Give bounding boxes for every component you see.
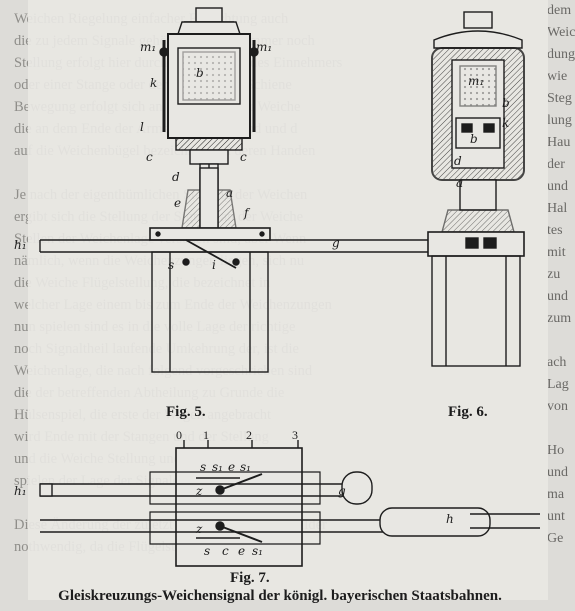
margin-text-line: und <box>547 465 568 480</box>
margin-text-line: Hau <box>547 135 571 150</box>
fig5-cap <box>195 7 223 23</box>
fig7-drawing <box>39 440 540 567</box>
margin-text-line: lung <box>547 113 572 128</box>
margin-text-line: Lag <box>547 377 569 392</box>
fig5-label-i: i <box>212 258 216 272</box>
fig7-label-s2: s₁ <box>212 460 223 474</box>
margin-text-line: Ge <box>547 531 564 546</box>
margin-text-line: unt <box>547 509 565 524</box>
margin-text-line: und <box>547 289 568 304</box>
fig7-label-s3: e <box>228 460 236 474</box>
fig5-lamp-window <box>177 47 241 105</box>
margin-text-line: Ho <box>547 443 565 458</box>
page-caption: Gleiskreuzungs-Weichensignal der königl.… <box>58 588 502 604</box>
fig5-label-m1a: m₁ <box>140 40 157 54</box>
margin-text-line: Hal <box>547 201 568 216</box>
fig5-label-s: s <box>168 258 175 272</box>
fig5-label-f: f <box>244 206 249 220</box>
fig6-label-b: b <box>502 96 510 110</box>
fig5-label-h1: h₁ <box>14 238 27 252</box>
fig6-label-a: a <box>456 176 464 190</box>
fig6-drawing <box>427 11 525 367</box>
margin-text-line: ach <box>547 355 567 370</box>
fig7-label-h1: h₁ <box>14 484 27 498</box>
fig5-label-g: g <box>332 236 340 250</box>
margin-text-line: Weic <box>547 25 575 40</box>
margin-text-line: dung <box>547 47 575 62</box>
fig7-label-e2: e <box>238 544 246 558</box>
fig7-box <box>175 447 303 567</box>
fig6-title: Fig. 6. <box>448 404 488 420</box>
fig7-label-c: c <box>222 544 229 558</box>
fig5-label-c2: c <box>240 150 247 164</box>
margin-text-line: dem <box>547 3 572 18</box>
fig5-label-d: d <box>172 170 180 184</box>
margin-text-line: mit <box>547 245 566 260</box>
margin-text-line: von <box>547 399 568 414</box>
margin-text-line: wie <box>547 69 568 84</box>
fig5-label-l: l <box>140 120 144 134</box>
tick-0: 0 <box>176 428 182 442</box>
fig7-label-s7: s₁ <box>252 544 263 558</box>
tick-2: 2 <box>246 428 252 442</box>
fig5-label-k: k <box>150 76 158 90</box>
fig6-label-m1: m₁ <box>468 74 485 88</box>
margin-text-line: ma <box>547 487 565 502</box>
fig5-label-b: b <box>196 66 204 80</box>
fig7-label-s1: s <box>200 460 207 474</box>
fig5-label-m1b: m₁ <box>256 40 273 54</box>
margin-text-line: der <box>547 157 565 172</box>
fig7-label-s4: s₁ <box>240 460 251 474</box>
fig7-title: Fig. 7. <box>230 570 270 586</box>
margin-text-line: und <box>547 179 568 194</box>
fig5-drawing <box>39 7 510 373</box>
margin-text-line: zu <box>547 267 561 282</box>
fig7-label-z2: z <box>196 522 203 536</box>
fig6-label-d: d <box>454 154 462 168</box>
margin-text-line: tes <box>547 223 563 238</box>
fig5-label-c: c <box>146 150 153 164</box>
fig6-label-b2: b <box>470 132 478 146</box>
tick-3: 3 <box>292 428 298 442</box>
fig5-label-e: e <box>174 196 182 210</box>
fig7-label-z: z <box>196 484 203 498</box>
fig7-label-s5: s <box>204 544 211 558</box>
margin-text-line: zum <box>547 311 572 326</box>
fig5-label-a: a <box>226 186 234 200</box>
fig5-title: Fig. 5. <box>166 404 206 420</box>
fig7-label-g: g <box>338 484 346 498</box>
margin-text-line: Steg <box>547 91 572 106</box>
fig7-label-h: h <box>446 512 454 526</box>
fig6-label-k: k <box>502 116 510 130</box>
tick-1: 1 <box>203 428 209 442</box>
